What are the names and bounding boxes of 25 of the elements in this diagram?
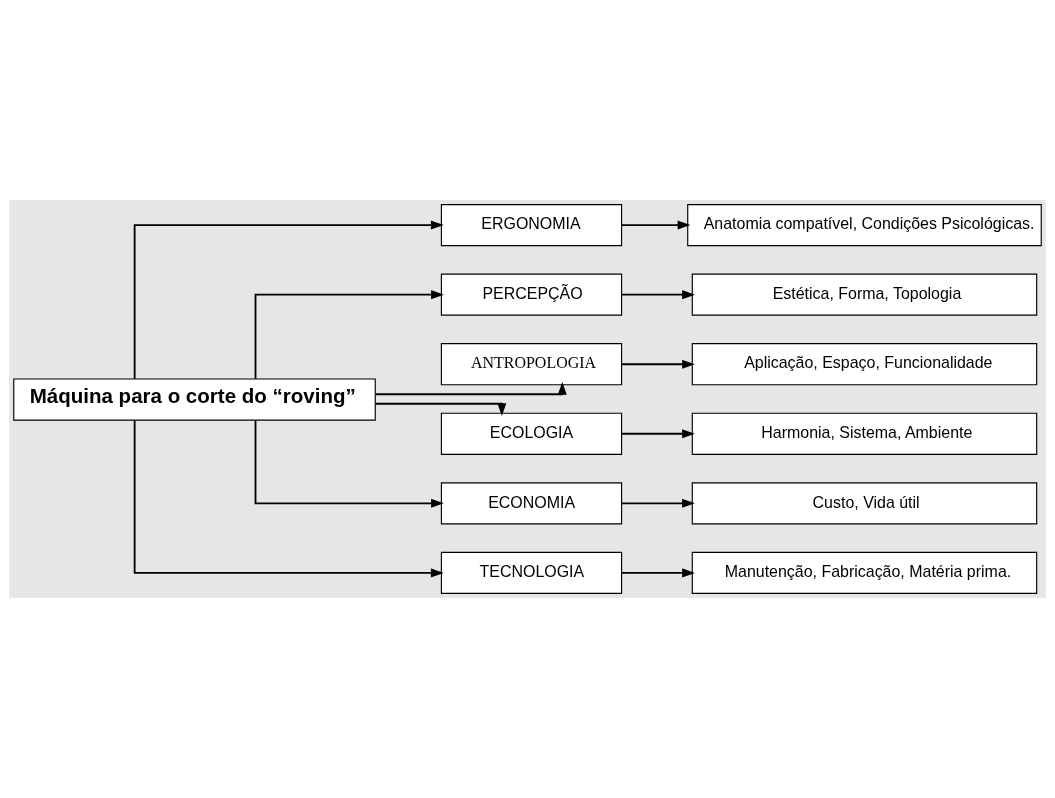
arrow [254,290,444,380]
arrow [620,429,695,439]
arrow [620,290,695,300]
node-box: TECNOLOGIA [440,551,623,594]
arrow [620,359,695,369]
node-box: ANTROPOLOGIA [440,343,623,386]
arrow [620,220,691,230]
arrow [374,382,567,396]
node-box: ECOLOGIA [440,412,623,455]
node-box: Aplicação, Espaço, Funcionalidade [691,343,1038,386]
arrow [133,419,444,578]
node-box: Harmonia, Sistema, Ambiente [691,412,1038,455]
node-box: Custo, Vida útil [691,482,1038,525]
node-box: Manutenção, Fabricação, Matéria prima. [691,551,1038,594]
node-box: ERGONOMIA [440,204,623,247]
node-box: PERCEPÇÃO [440,273,623,316]
node-box: Máquina para o corte do “roving” [13,378,376,421]
arrow [620,498,695,508]
arrow [374,402,507,416]
node-box: Estética, Forma, Topologia [691,273,1038,316]
node-box: Anatomia compatível, Condições Psicológicas. [687,204,1042,247]
arrow [133,220,444,380]
arrow [254,419,444,508]
node-box: ECONOMIA [440,482,623,525]
arrow [620,568,695,578]
